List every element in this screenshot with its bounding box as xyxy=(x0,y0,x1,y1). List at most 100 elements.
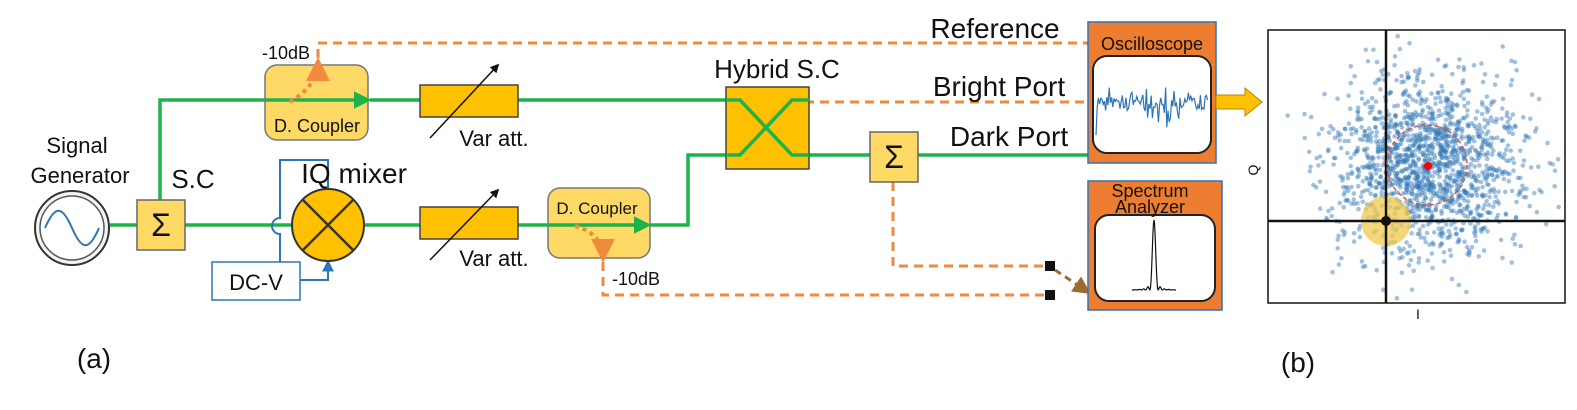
scatter-point xyxy=(1444,163,1449,168)
sc-sigma-box xyxy=(136,199,186,251)
scatter-point xyxy=(1480,192,1485,197)
scatter-point xyxy=(1422,99,1428,105)
scatter-point xyxy=(1362,165,1367,170)
scatter-point xyxy=(1415,231,1420,237)
scatter-point xyxy=(1483,177,1489,183)
scatter-point xyxy=(1412,211,1417,216)
scatter-point xyxy=(1449,108,1455,113)
scatter-point xyxy=(1493,119,1499,125)
scatter-point xyxy=(1447,155,1452,160)
scatter-point xyxy=(1417,142,1422,147)
scatter-point xyxy=(1368,135,1374,140)
scatter-point xyxy=(1523,133,1528,138)
scatter-point xyxy=(1456,169,1462,175)
scatter-point xyxy=(1386,124,1392,130)
scatter-point xyxy=(1357,223,1363,229)
scatter-point xyxy=(1531,190,1537,196)
scatter-point xyxy=(1471,138,1477,144)
scatter-point xyxy=(1398,177,1403,183)
scatter-point xyxy=(1477,212,1482,218)
scatter-point xyxy=(1397,46,1403,52)
scatter-point xyxy=(1376,181,1382,187)
scatter-point xyxy=(1492,199,1498,205)
scatter-point xyxy=(1429,112,1435,117)
scatter-point xyxy=(1325,148,1331,154)
scatter-point xyxy=(1475,128,1480,134)
scatter-point xyxy=(1469,183,1475,188)
scatter-point xyxy=(1409,115,1415,120)
scatter-point xyxy=(1414,204,1420,210)
scatter-point xyxy=(1454,210,1460,216)
scatter-point xyxy=(1455,239,1460,245)
scatter-point xyxy=(1395,170,1400,176)
scatter-point xyxy=(1355,109,1361,115)
scatter-point xyxy=(1441,145,1446,150)
iq-plot-frame xyxy=(1267,29,1566,304)
scatter-point xyxy=(1495,198,1501,204)
scatter-point xyxy=(1472,175,1477,180)
scatter-point xyxy=(1345,150,1350,156)
scatter-point xyxy=(1307,169,1313,174)
scatter-point xyxy=(1400,92,1406,98)
scatter-point xyxy=(1439,155,1444,160)
scatter-point xyxy=(1448,172,1454,178)
scatter-point xyxy=(1444,204,1449,210)
scatter-point xyxy=(1369,95,1375,101)
scatter-point xyxy=(1422,122,1428,128)
scatter-point xyxy=(1427,136,1432,141)
scatter-point xyxy=(1430,109,1436,115)
scatter-point xyxy=(1351,239,1357,244)
scatter-point xyxy=(1378,148,1383,154)
scatter-point xyxy=(1536,164,1541,169)
scatter-point xyxy=(1509,188,1515,194)
scatter-point xyxy=(1367,165,1372,171)
scatter-point xyxy=(1465,193,1471,199)
scatter-point xyxy=(1412,182,1417,187)
scatter-point xyxy=(1457,203,1462,208)
scatter-point xyxy=(1536,96,1542,102)
scatter-point xyxy=(1460,227,1465,232)
scatter-point xyxy=(1359,116,1364,122)
scatter-point xyxy=(1375,77,1380,83)
scatter-point xyxy=(1340,184,1346,190)
scatter-point xyxy=(1414,132,1420,138)
scatter-point xyxy=(1363,133,1368,139)
hybrid-crossing xyxy=(726,98,809,157)
scatter-point xyxy=(1465,123,1471,129)
scatter-point xyxy=(1506,178,1512,184)
scatter-point xyxy=(1412,153,1418,158)
scatter-point xyxy=(1372,116,1377,121)
scatter-point xyxy=(1424,174,1429,180)
scatter-point xyxy=(1435,128,1441,133)
scatter-point xyxy=(1359,259,1365,264)
scatter-point xyxy=(1425,183,1431,189)
scatter-point xyxy=(1374,167,1379,172)
scatter-point xyxy=(1435,57,1441,62)
scatter-point xyxy=(1443,95,1449,101)
scatter-point xyxy=(1402,157,1408,162)
scatter-point xyxy=(1392,63,1397,68)
scatter-point xyxy=(1452,131,1457,136)
scatter-point xyxy=(1472,216,1478,221)
scatter-point xyxy=(1505,171,1510,176)
scatter-point xyxy=(1547,160,1553,166)
scatter-point xyxy=(1448,198,1453,203)
scatter-point xyxy=(1443,98,1448,104)
scatter-point xyxy=(1417,123,1422,128)
scatter-point xyxy=(1445,112,1451,117)
scatter-point xyxy=(1465,203,1470,209)
minus10db-bottom-label: -10dB xyxy=(612,269,660,289)
scatter-point xyxy=(1476,173,1481,179)
scatter-point xyxy=(1479,147,1485,152)
scatter-point xyxy=(1417,183,1422,189)
scatter-point xyxy=(1414,99,1419,104)
scatter-point xyxy=(1429,126,1435,132)
scatter-point xyxy=(1456,195,1462,200)
scatter-point xyxy=(1447,164,1452,169)
scatter-point xyxy=(1396,152,1402,158)
scatter-point xyxy=(1491,136,1496,141)
scatter-point xyxy=(1524,134,1529,140)
scatter-point xyxy=(1416,256,1422,261)
scatter-point xyxy=(1441,259,1447,264)
scatter-point xyxy=(1437,126,1443,132)
